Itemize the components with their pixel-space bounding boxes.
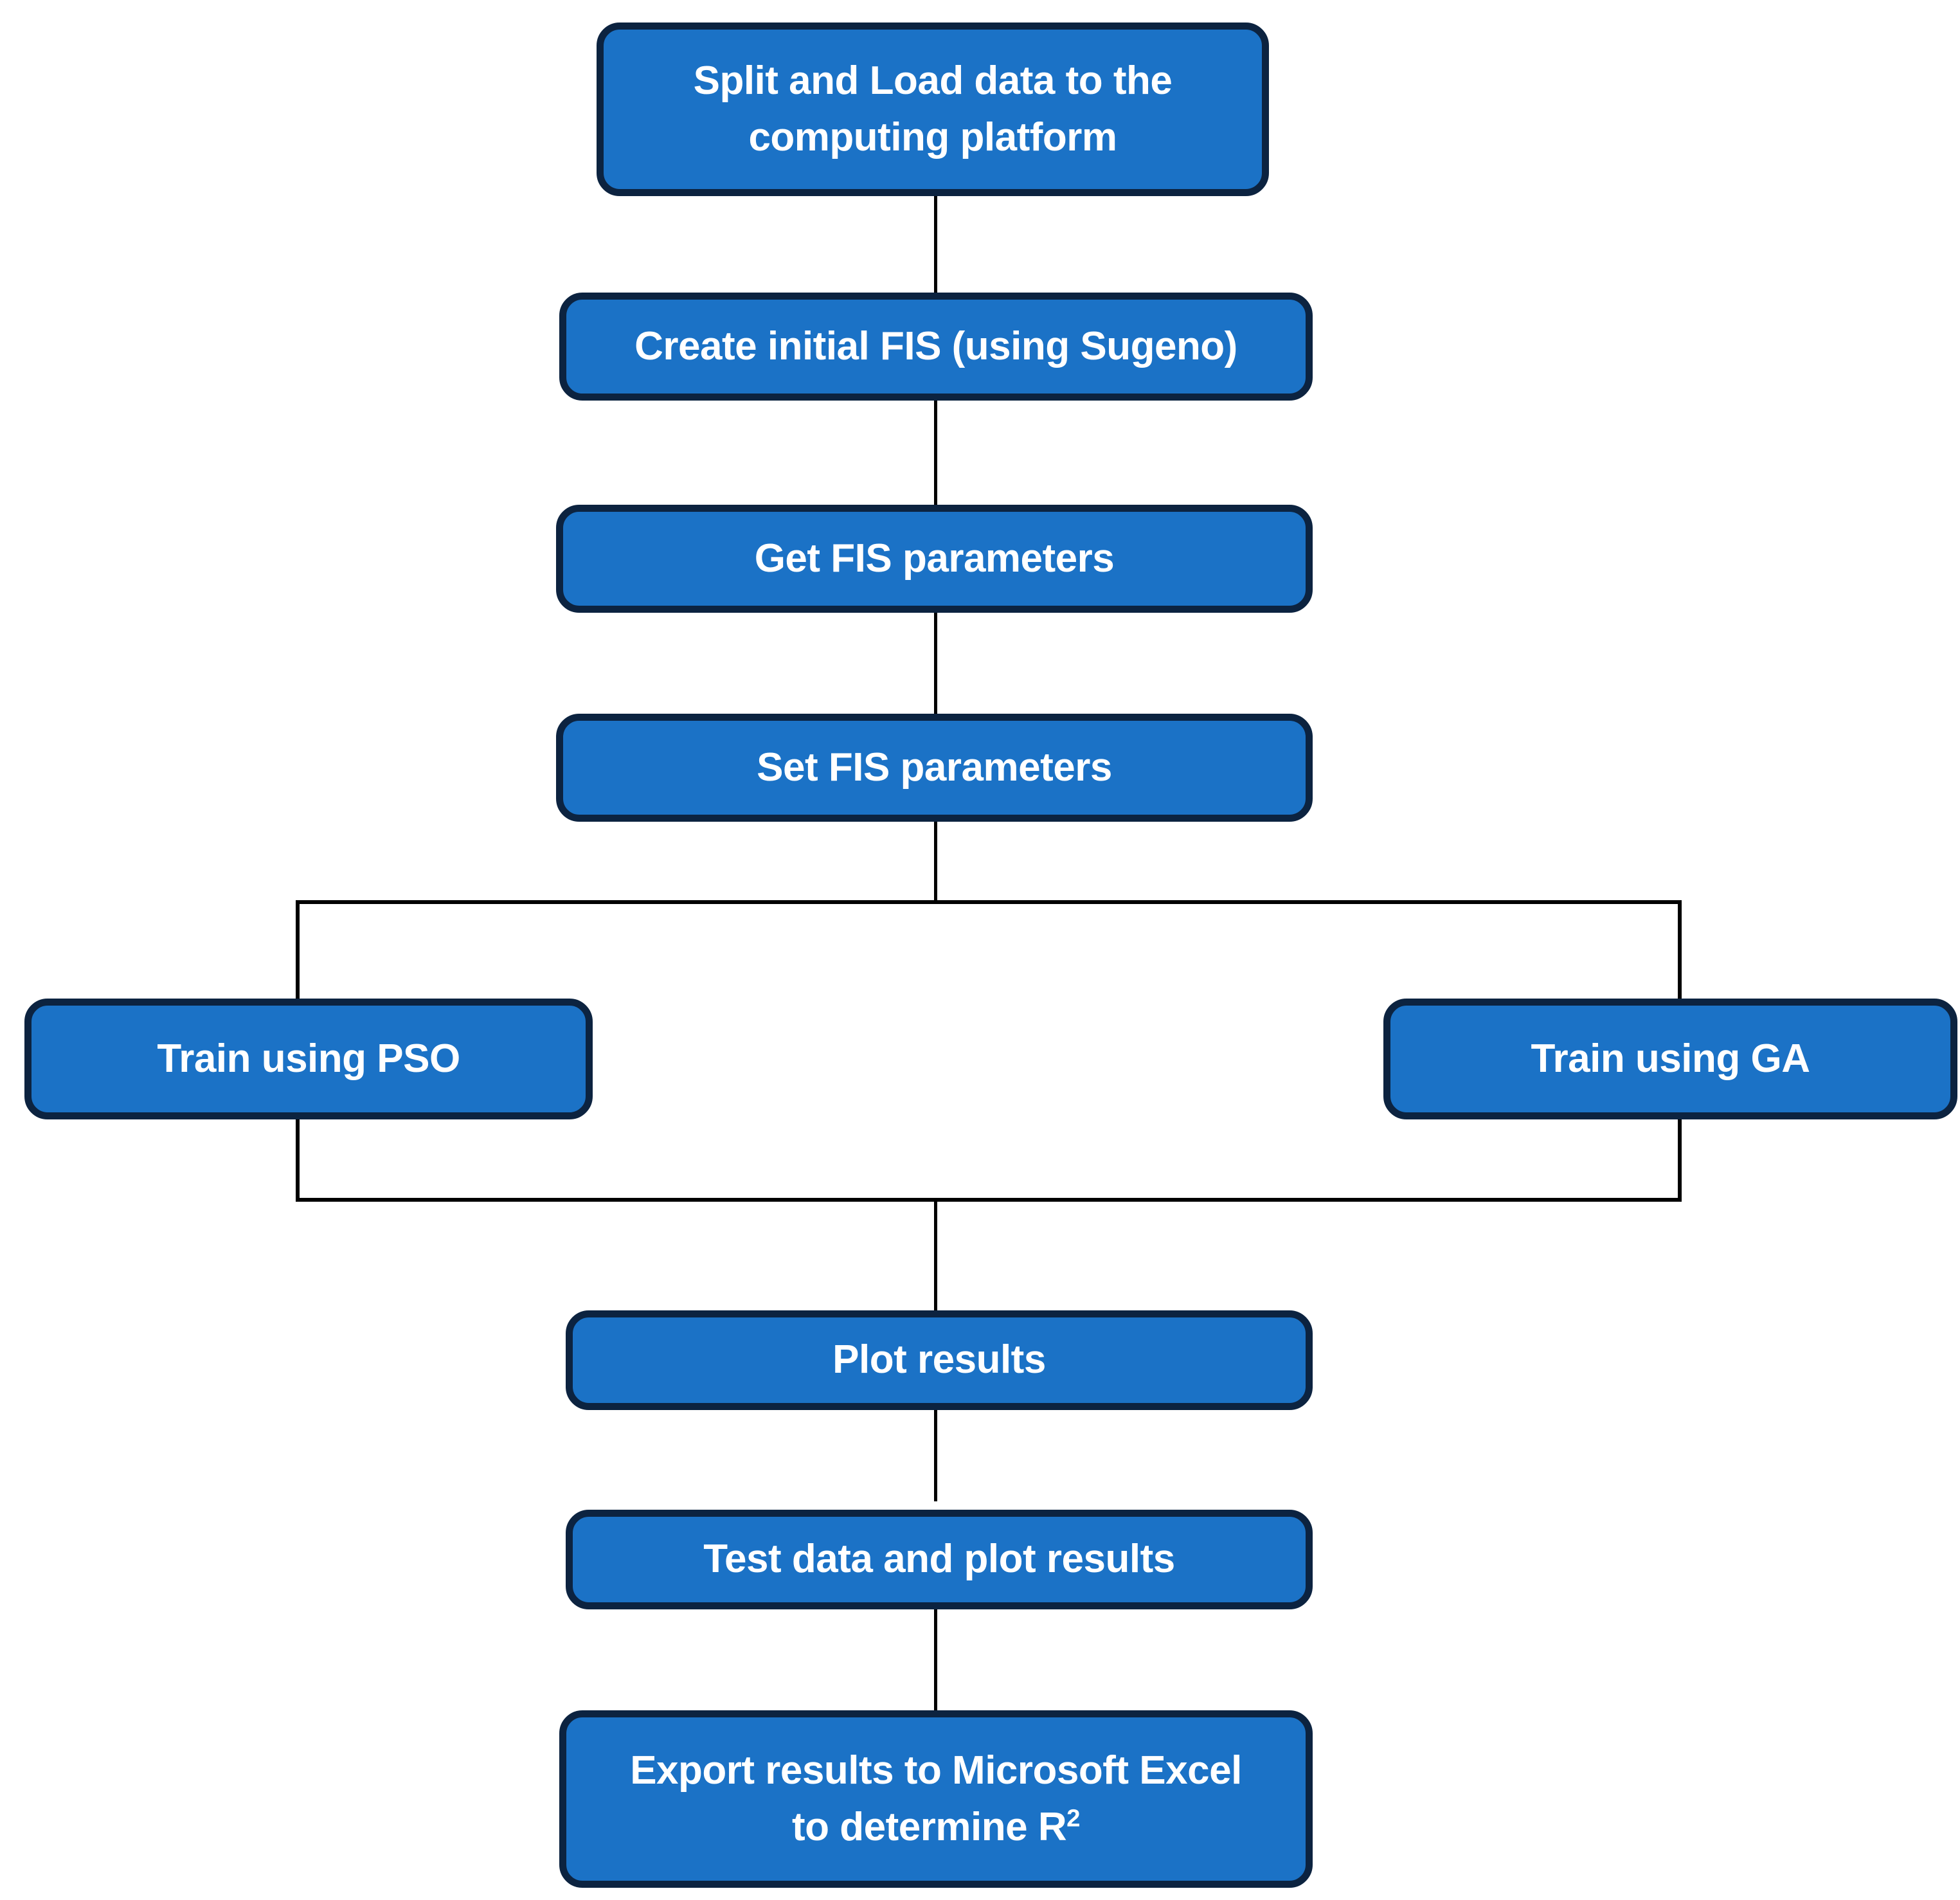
- node-export-results-to-excel-line1: Export results to Microsoft Excel: [630, 1748, 1242, 1793]
- connector-test-plot-to-export-excel: [934, 1588, 937, 1717]
- connector-plot-results-to-test-plot: [934, 1408, 937, 1501]
- node-create-initial-fis[interactable]: Create initial FIS (using Sugeno): [559, 293, 1313, 401]
- branch-rail-top: [296, 900, 1682, 904]
- node-test-data-and-plot-results-label: Test data and plot results: [703, 1537, 1175, 1582]
- connector-split-load-to-create-fis: [934, 193, 937, 297]
- node-create-initial-fis-label: Create initial FIS (using Sugeno): [634, 323, 1237, 368]
- node-export-results-to-excel-line2: to determine R: [792, 1805, 1067, 1849]
- connector-create-fis-to-get-params: [934, 399, 937, 509]
- connector-branch-to-plot-results: [934, 1198, 937, 1321]
- branch-rail-bottom: [296, 1198, 1682, 1202]
- node-get-fis-parameters-label: Get FIS parameters: [754, 536, 1115, 581]
- node-split-and-load-data[interactable]: Split and Load data to the computing pla…: [597, 23, 1269, 196]
- node-plot-results-label: Plot results: [832, 1337, 1046, 1382]
- node-split-and-load-data-line1: Split and Load data to the: [693, 58, 1173, 103]
- connector-get-params-to-set-params: [934, 611, 937, 719]
- node-get-fis-parameters[interactable]: Get FIS parameters: [556, 505, 1313, 613]
- node-test-data-and-plot-results[interactable]: Test data and plot results: [566, 1510, 1313, 1609]
- node-train-using-pso-label: Train using PSO: [157, 1036, 460, 1081]
- node-split-and-load-data-line2: computing platform: [748, 115, 1117, 159]
- node-plot-results[interactable]: Plot results: [566, 1310, 1313, 1410]
- node-export-results-to-excel-superscript: 2: [1066, 1804, 1080, 1832]
- node-train-using-ga-label: Train using GA: [1531, 1036, 1810, 1081]
- node-set-fis-parameters[interactable]: Set FIS parameters: [556, 714, 1313, 822]
- node-export-results-to-excel[interactable]: Export results to Microsoft Excel to det…: [559, 1710, 1313, 1888]
- node-train-using-pso[interactable]: Train using PSO: [24, 999, 593, 1119]
- node-set-fis-parameters-label: Set FIS parameters: [757, 745, 1112, 790]
- connector-set-params-to-branch: [934, 820, 937, 903]
- node-train-using-ga[interactable]: Train using GA: [1383, 999, 1957, 1119]
